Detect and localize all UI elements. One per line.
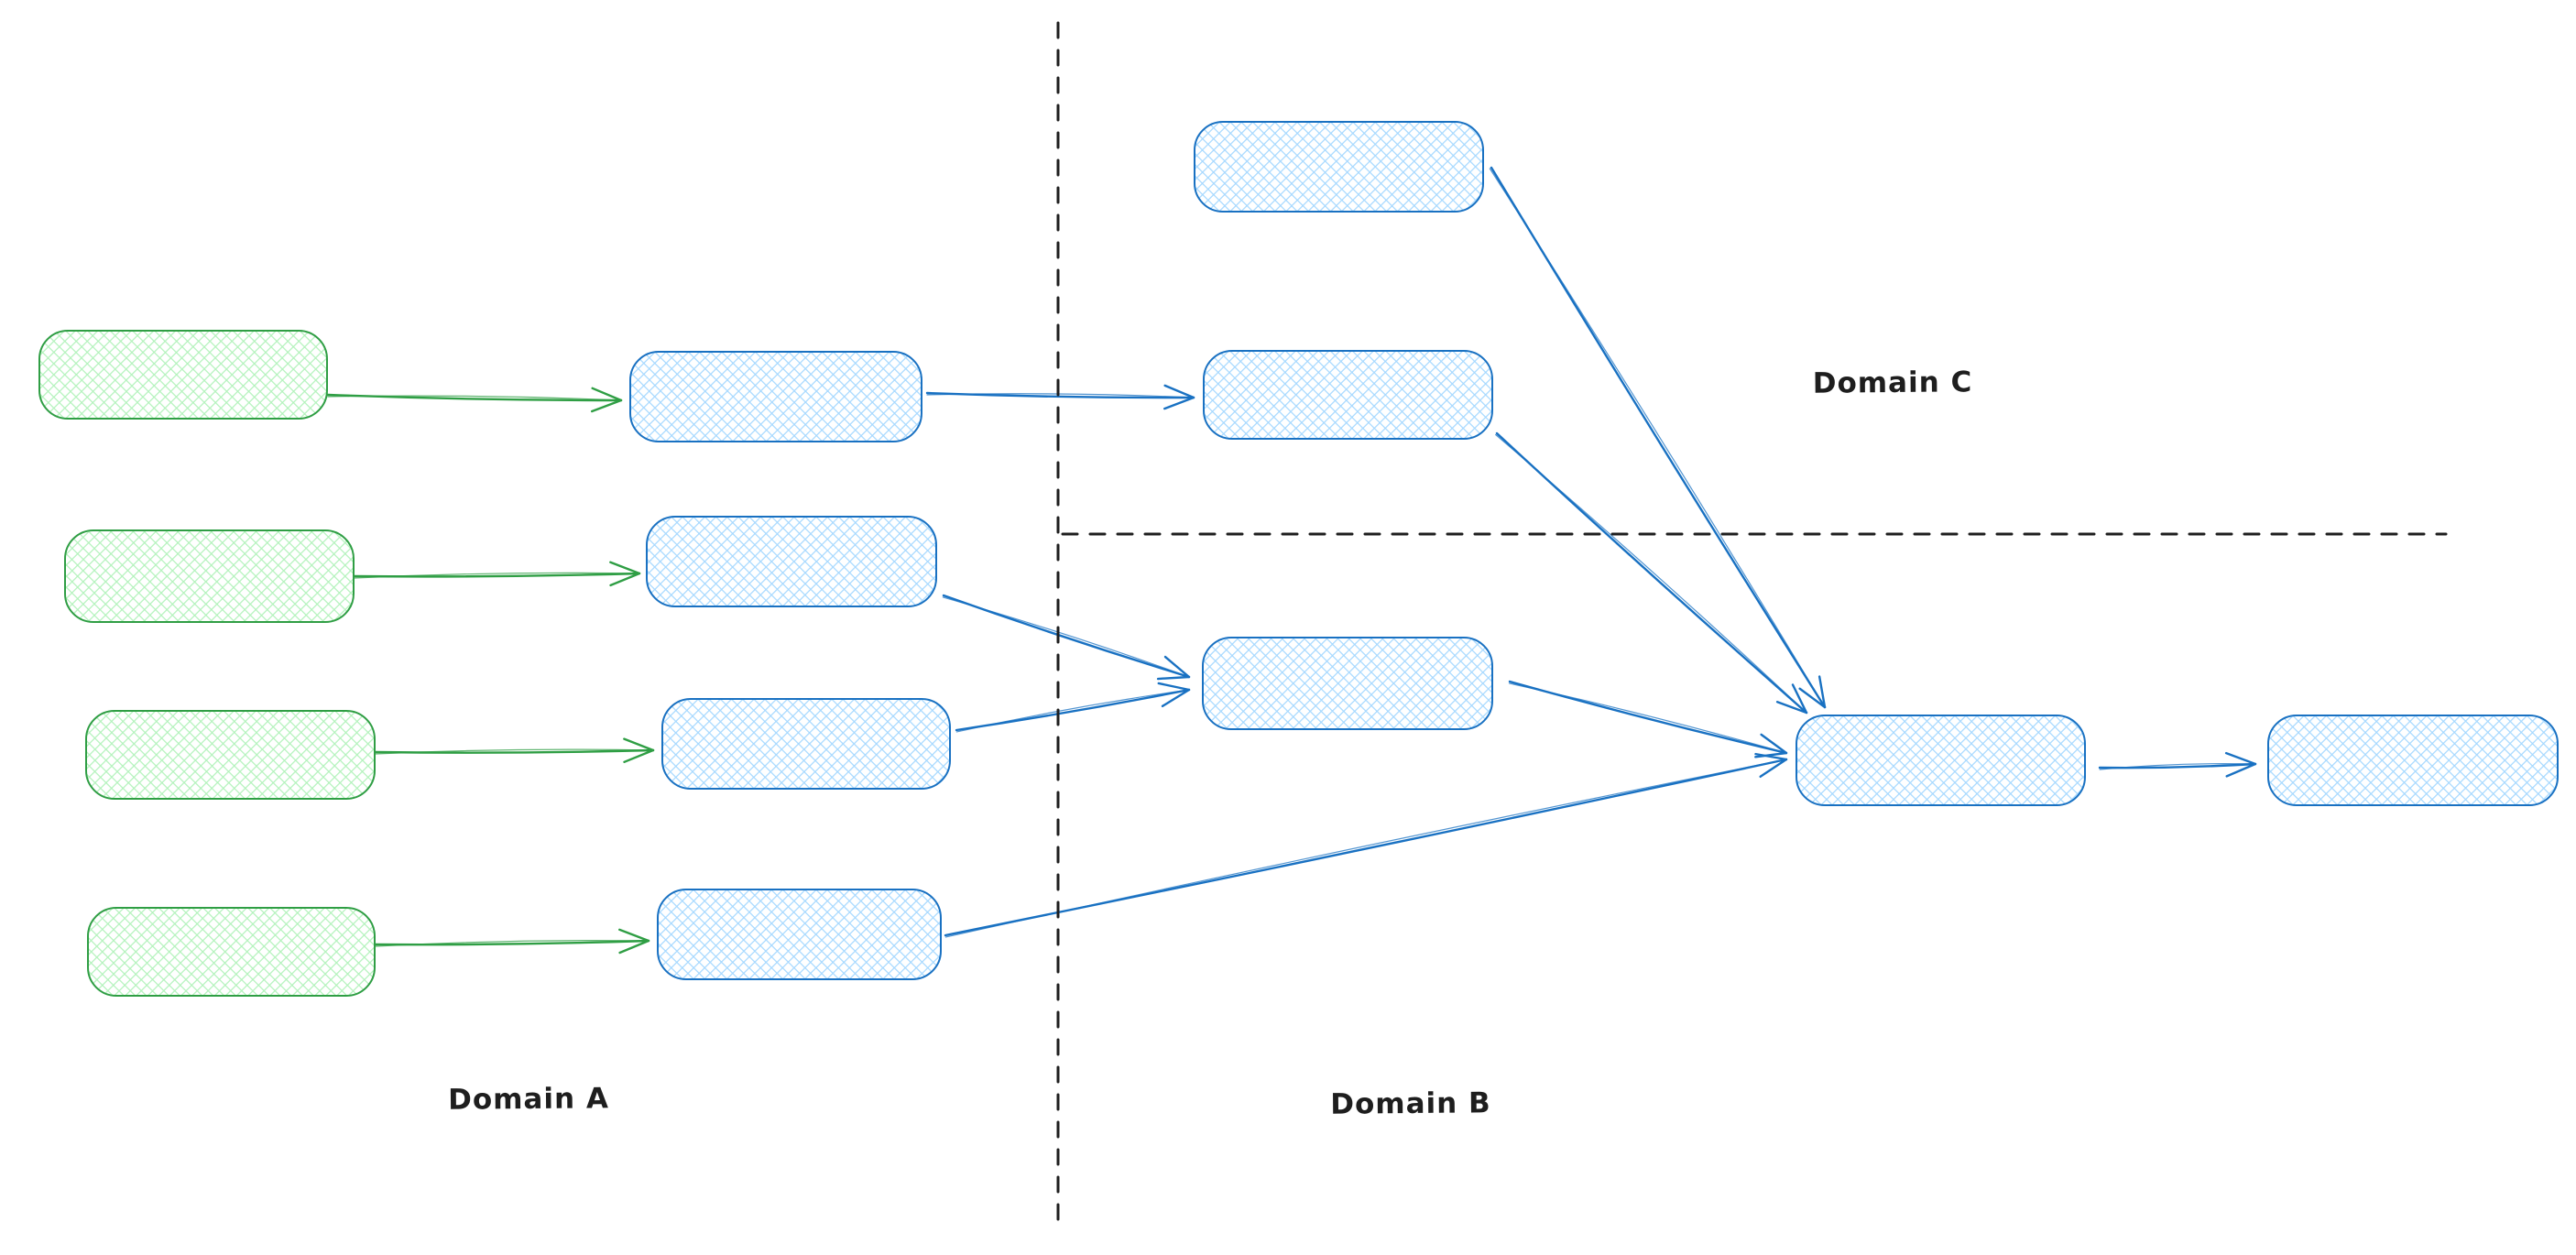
node-blue-box-m2[interactable] [646, 516, 937, 607]
arrow-g1-m1-sketch [327, 395, 622, 401]
domain-a-label[interactable]: Domain A [447, 1082, 610, 1117]
arrow-m4-hub-head-1 [1759, 758, 1788, 779]
node-blue-box-m4[interactable] [657, 889, 942, 980]
node-hub-box[interactable] [1796, 715, 2086, 806]
node-green-box-2[interactable] [64, 529, 355, 623]
node-output-box[interactable] [2267, 715, 2559, 806]
arrow-b1-hub-head-0 [1817, 675, 1827, 709]
arrow-m3-b3-sketch [955, 689, 1190, 733]
arrow-b1-hub-head-1 [1798, 687, 1827, 709]
arrow-g4-m4-head-0 [618, 928, 650, 943]
arrow-g1-m1-head-0 [591, 387, 623, 402]
domain-b-label[interactable]: Domain B [1330, 1086, 1491, 1121]
node-blue-box-m3[interactable] [661, 698, 951, 790]
arrow-m1-b2-sketch [926, 393, 1195, 398]
arrow-b3-hub-sketch [1508, 682, 1787, 754]
arrow-b2-hub-sketch [1495, 433, 1807, 714]
arrow-m4-hub-sketch [944, 758, 1787, 938]
arrow-b2-hub-head-1 [1775, 701, 1808, 715]
arrow-m2-b3-head-1 [1156, 675, 1191, 681]
arrow-g4-m4-head-1 [618, 939, 650, 955]
arrow-m3-b3-head-0 [1157, 682, 1191, 692]
arrow-g2-m2-head-0 [609, 561, 641, 575]
arrow-hub-out-sketch [2099, 763, 2256, 770]
arrow-m4-hub-head-0 [1754, 752, 1788, 761]
node-blue-box-b2[interactable] [1203, 350, 1493, 440]
domain-c-label[interactable]: Domain C [1812, 366, 1973, 400]
arrow-hub-out-head-1 [2225, 762, 2257, 778]
arrow-g1-m1-head-1 [590, 398, 623, 413]
arrow-m1-b2-head-0 [1163, 384, 1195, 399]
arrow-m2-b3-sketch [942, 596, 1190, 678]
arrow-b1-hub-sketch [1489, 168, 1826, 708]
node-blue-box-m1[interactable] [629, 351, 922, 442]
arrow-g2-m2-head-1 [609, 572, 641, 587]
arrow-b2-hub-head-0 [1791, 683, 1808, 715]
arrow-m1-b2-head-1 [1163, 396, 1195, 410]
arrow-m2-b3-head-0 [1163, 655, 1191, 679]
node-blue-box-b1[interactable] [1194, 121, 1484, 213]
arrow-g2-m2-sketch [354, 572, 640, 579]
arrow-g4-m4-sketch [375, 940, 649, 947]
arrow-g3-m3-head-0 [623, 737, 655, 752]
node-green-box-4[interactable] [87, 907, 376, 997]
arrow-b3-hub-head-1 [1754, 751, 1788, 758]
arrow-hub-out-head-0 [2224, 751, 2257, 766]
node-blue-box-b3[interactable] [1202, 637, 1493, 730]
arrow-m3-b3-head-1 [1161, 688, 1191, 708]
arrow-g3-m3-sketch [375, 748, 654, 755]
node-green-box-1[interactable] [38, 330, 328, 420]
arrow-g3-m3-head-1 [623, 748, 655, 764]
node-green-box-3[interactable] [85, 710, 376, 800]
arrow-b3-hub-head-0 [1760, 733, 1788, 755]
